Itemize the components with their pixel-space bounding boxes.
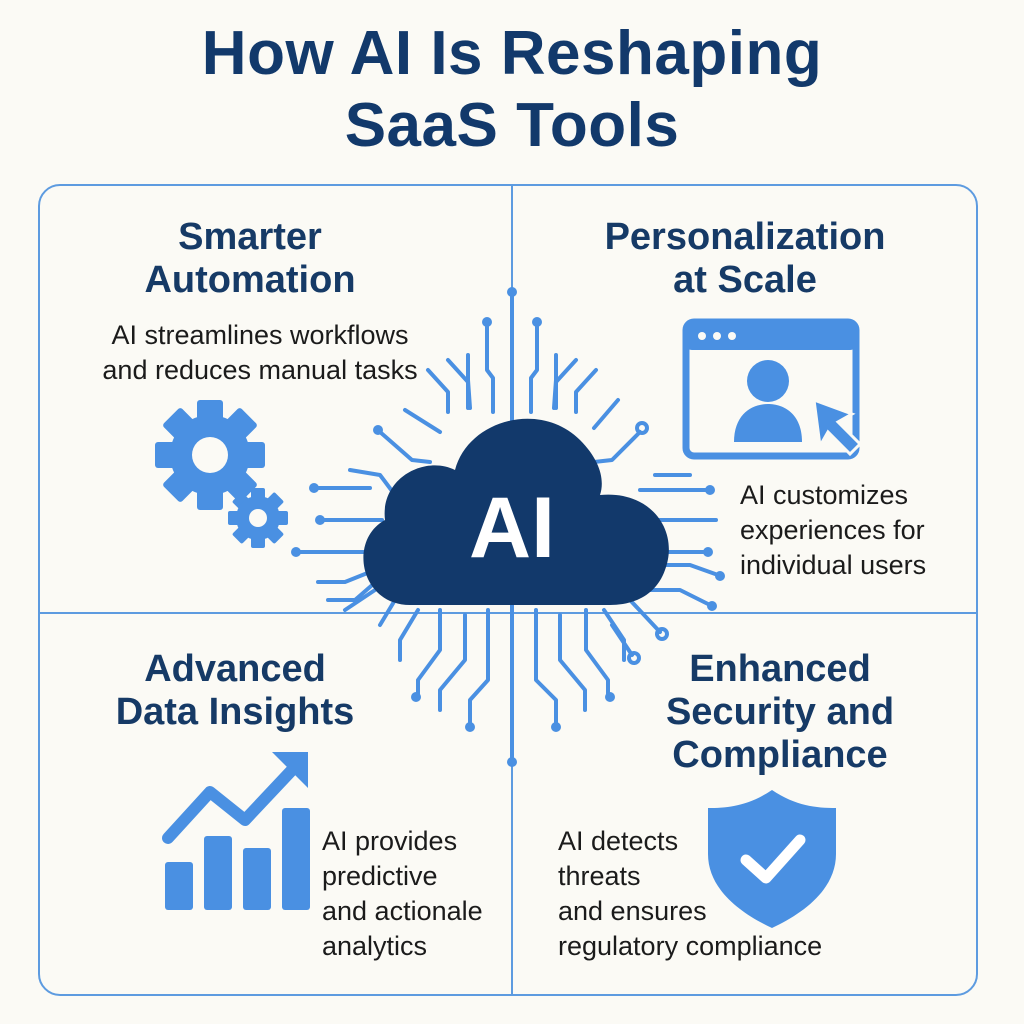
cloud-ai-label: AI [469,480,555,576]
quadrant-frame [38,184,978,996]
personalization-heading-line1: Personalization [604,216,886,258]
personalization-heading: Personalization at Scale [580,216,910,302]
automation-heading-line2: Automation [144,259,356,301]
page-title: How AI Is Reshaping SaaS Tools [0,18,1024,162]
automation-heading: Smarter Automation [90,216,410,302]
automation-description: AI streamlines workflows and reduces man… [70,318,450,388]
title-line-1: How AI Is Reshaping [201,19,823,88]
insights-desc-line4: analytics [322,931,428,961]
automation-heading-line1: Smarter [178,216,322,258]
insights-description: AI provides predictive and actionale ana… [322,824,512,964]
personalization-desc-line1: AI customizes [740,480,909,510]
personalization-desc-line3: individual users [740,550,927,580]
title-line-2: SaaS Tools [344,91,680,160]
insights-heading-line2: Data Insights [115,691,355,733]
security-desc-line1: AI detects [558,826,679,856]
automation-desc-line1: AI streamlines workflows [111,320,409,350]
personalization-desc-line2: experiences for [740,515,925,545]
insights-desc-line1: AI provides [322,826,458,856]
security-heading-line1: Enhanced [689,648,871,690]
security-desc-line4: regulatory compliance [558,931,823,961]
insights-heading-line1: Advanced [144,648,326,690]
automation-desc-line2: and reduces manual tasks [102,355,418,385]
insights-desc-line3: and actionale [322,896,483,926]
insights-heading: Advanced Data Insights [90,648,380,734]
personalization-description: AI customizes experiences for individual… [740,478,970,583]
horizontal-divider [40,612,976,614]
security-desc-line2: threats [558,861,641,891]
security-heading-line2: Security and [665,691,895,733]
security-heading: Enhanced Security and Compliance [640,648,920,777]
security-description: AI detects threats and ensures regulator… [558,824,868,964]
security-heading-line3: Compliance [672,734,888,776]
personalization-heading-line2: at Scale [673,259,817,301]
insights-desc-line2: predictive [322,861,438,891]
cloud-icon [363,418,669,605]
security-desc-line3: and ensures [558,896,707,926]
